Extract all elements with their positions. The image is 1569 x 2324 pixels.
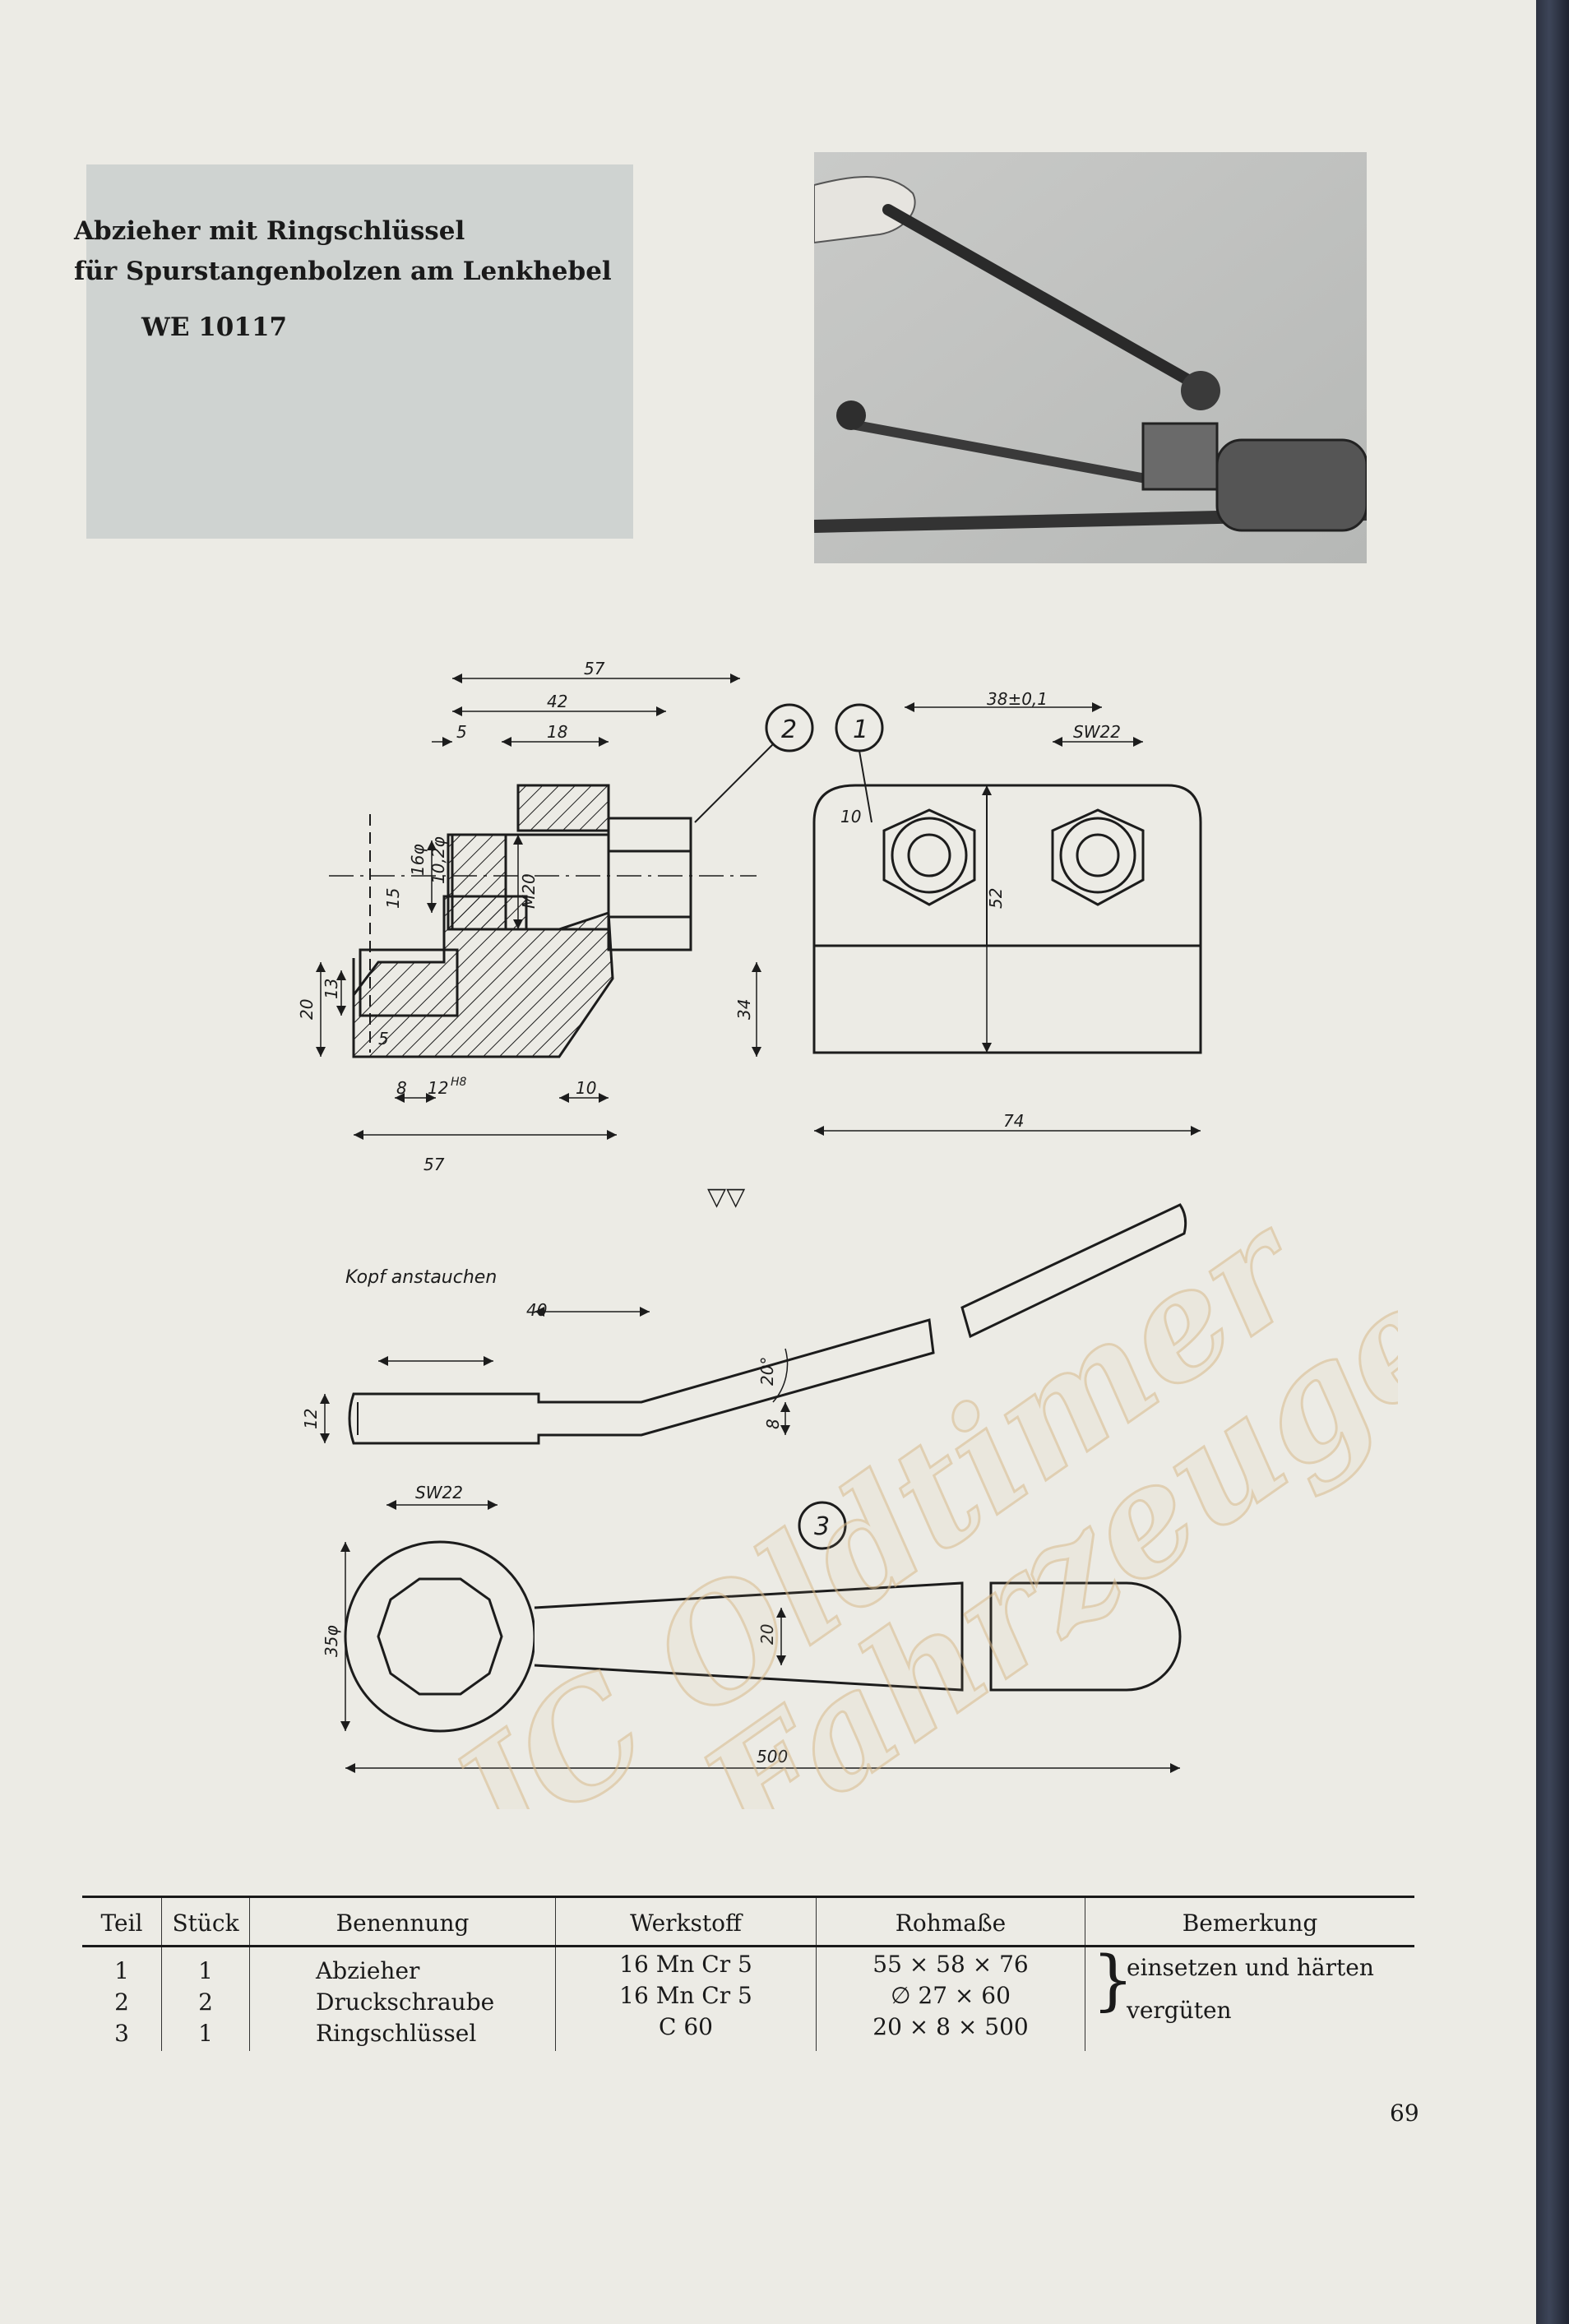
header-rohmasse: Rohmaße — [816, 1896, 1085, 1947]
svg-text:▽▽: ▽▽ — [707, 1183, 745, 1211]
benennung-3: Ringschlüssel — [316, 2020, 477, 2047]
part-number-callouts: 2 1 — [694, 703, 884, 823]
svg-text:H8: H8 — [451, 1076, 467, 1089]
photo-tool-in-use — [814, 152, 1367, 563]
header-benennung: Benennung — [249, 1896, 556, 1947]
svg-text:3: 3 — [814, 1512, 830, 1541]
svg-text:57: 57 — [584, 659, 605, 678]
brace-symbol: } — [1092, 1942, 1134, 2018]
svg-text:5: 5 — [378, 1029, 389, 1049]
svg-text:15: 15 — [383, 888, 403, 909]
cell-werkstoff: 16 Mn Cr 5 16 Mn Cr 5 C 60 — [555, 1946, 817, 2051]
svg-text:57: 57 — [423, 1155, 445, 1174]
teil-1: 1 — [114, 1957, 129, 1984]
rohmasse-1: 55 × 58 × 76 — [872, 1951, 1029, 1978]
svg-text:8: 8 — [763, 1419, 783, 1429]
svg-text:10: 10 — [840, 807, 861, 826]
svg-text:2: 2 — [781, 715, 797, 744]
svg-text:M20: M20 — [519, 873, 539, 909]
bemerkung-2: vergüten — [1127, 1997, 1232, 2024]
werkstoff-1: 16 Mn Cr 5 — [619, 1951, 752, 1978]
teil-3: 3 — [114, 2020, 129, 2047]
header-stueck: Stück — [161, 1896, 250, 1947]
part3-top-view: SW22 35φ 20 500 3 — [322, 1483, 1182, 1773]
title-line-2: für Spurstangenbolzen am Lenkhebel — [74, 257, 612, 286]
table-row: 1 2 3 1 2 1 Abzieher Druckschraube Rings… — [82, 1946, 1415, 2052]
bemerkung-1: einsetzen und härten — [1127, 1954, 1374, 1981]
part1-front-view: 38±0,1 SW22 10 52 74 ▽▽ — [707, 689, 1202, 1211]
svg-text:52: 52 — [986, 888, 1006, 909]
svg-text:20: 20 — [297, 999, 317, 1020]
svg-text:5: 5 — [456, 722, 467, 742]
benennung-2: Druckschraube — [316, 1988, 495, 2016]
cell-stueck: 1 2 1 — [161, 1946, 250, 2051]
svg-text:10: 10 — [576, 1078, 596, 1098]
svg-text:13: 13 — [322, 979, 341, 999]
book-binding — [1536, 0, 1569, 2324]
parts-list-table: Teil Stück Benennung Werkstoff Rohmaße B… — [82, 1896, 1414, 2051]
header-bemerkung: Bemerkung — [1182, 1910, 1318, 1937]
cell-teil: 1 2 3 — [82, 1946, 162, 2051]
svg-text:42: 42 — [547, 692, 567, 711]
svg-text:8: 8 — [396, 1078, 407, 1098]
title-code: WE 10117 — [141, 312, 288, 342]
svg-text:34: 34 — [734, 999, 754, 1020]
part3-side-view: Kopf anstauchen 40 12 8 20° — [301, 1203, 1187, 1445]
photo-illustration — [814, 152, 1367, 563]
svg-text:12: 12 — [301, 1409, 321, 1429]
svg-text:10,2φ: 10,2φ — [428, 836, 448, 884]
benennung-1: Abzieher — [316, 1957, 420, 1984]
teil-2: 2 — [114, 1988, 129, 2016]
svg-text:SW22: SW22 — [415, 1483, 463, 1502]
stueck-2: 2 — [198, 1988, 213, 2016]
rohmasse-3: 20 × 8 × 500 — [872, 2013, 1029, 2040]
cell-benennung: Abzieher Druckschraube Ringschlüssel — [249, 1946, 556, 2051]
svg-text:18: 18 — [547, 722, 567, 742]
title-line-1: Abzieher mit Ringschlüssel — [74, 216, 465, 246]
svg-text:40: 40 — [526, 1300, 547, 1320]
werkstoff-3: C 60 — [659, 2013, 713, 2040]
svg-text:SW22: SW22 — [1073, 722, 1121, 742]
page-number: 69 — [1390, 2099, 1419, 2127]
svg-text:74: 74 — [1003, 1111, 1024, 1131]
svg-text:38±0,1: 38±0,1 — [987, 689, 1048, 709]
header-teil: Teil — [82, 1896, 162, 1947]
stueck-3: 1 — [198, 2020, 213, 2047]
page: Abzieher mit Ringschlüssel für Spurstang… — [0, 0, 1536, 2324]
rohmasse-2: ∅ 27 × 60 — [891, 1982, 1011, 2009]
stueck-1: 1 — [198, 1957, 213, 1984]
cell-rohmasse: 55 × 58 × 76 ∅ 27 × 60 20 × 8 × 500 — [816, 1946, 1085, 2051]
svg-text:1: 1 — [853, 715, 868, 744]
cell-bemerkung: } einsetzen und härten vergüten — [1085, 1947, 1415, 2052]
svg-text:20: 20 — [757, 1624, 777, 1645]
svg-text:12: 12 — [428, 1078, 448, 1098]
header-werkstoff: Werkstoff — [555, 1896, 817, 1947]
werkstoff-2: 16 Mn Cr 5 — [619, 1982, 752, 2009]
table-header-row: Teil Stück Benennung Werkstoff Rohmaße B… — [82, 1896, 1414, 1947]
svg-text:20°: 20° — [757, 1357, 777, 1386]
svg-text:16φ: 16φ — [408, 844, 428, 876]
title-box — [86, 164, 633, 539]
svg-text:35φ: 35φ — [322, 1625, 341, 1657]
note-head-text: Kopf anstauchen — [345, 1267, 497, 1288]
svg-text:500: 500 — [757, 1747, 788, 1766]
